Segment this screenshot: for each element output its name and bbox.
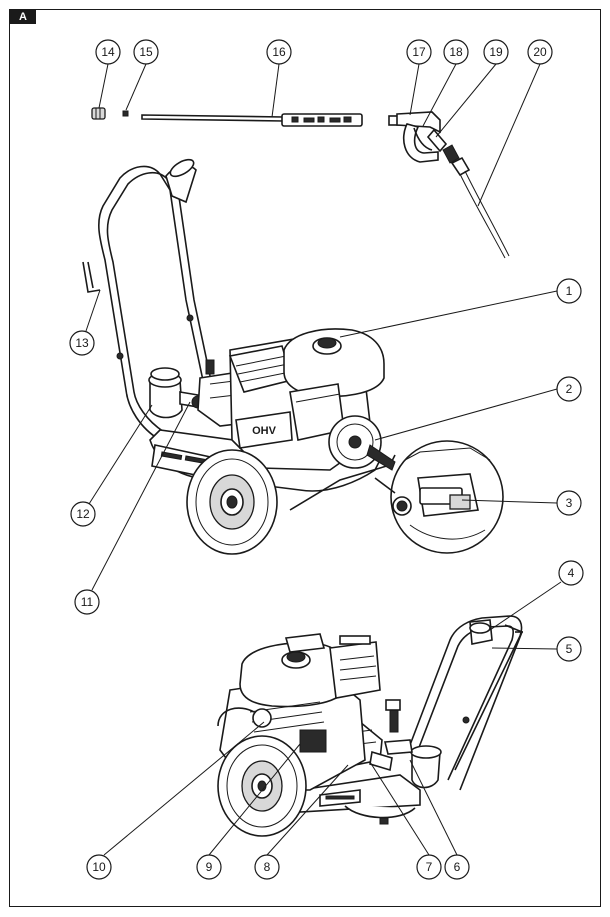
svg-text:6: 6 — [454, 860, 461, 874]
callout-4: 4 — [558, 560, 584, 586]
callout-11: 11 — [74, 589, 100, 615]
svg-text:13: 13 — [75, 336, 89, 350]
callout-17: 17 — [406, 39, 432, 65]
callout-14: 14 — [95, 39, 121, 65]
callout-3: 3 — [556, 490, 582, 516]
leader-lines — [85, 63, 562, 856]
callout-6: 6 — [444, 854, 470, 880]
lower-pressure-washer — [217, 615, 524, 837]
callout-8: 8 — [254, 854, 280, 880]
callout-10: 10 — [86, 854, 112, 880]
callout-12: 12 — [70, 501, 96, 527]
callout-16: 16 — [266, 39, 292, 65]
svg-text:18: 18 — [449, 45, 463, 59]
svg-text:2: 2 — [566, 382, 573, 396]
svg-text:17: 17 — [412, 45, 426, 59]
callout-13: 13 — [69, 330, 95, 356]
callout-20: 20 — [527, 39, 553, 65]
svg-text:8: 8 — [264, 860, 271, 874]
upper-pressure-washer: OHV — [82, 158, 504, 555]
svg-text:15: 15 — [139, 45, 153, 59]
svg-text:19: 19 — [489, 45, 503, 59]
callout-7: 7 — [416, 854, 442, 880]
svg-text:5: 5 — [566, 642, 573, 656]
callout-18: 18 — [443, 39, 469, 65]
spray-lance — [141, 113, 363, 127]
callout-19: 19 — [483, 39, 509, 65]
figure-frame — [9, 9, 601, 907]
svg-text:3: 3 — [566, 496, 573, 510]
svg-text:16: 16 — [272, 45, 286, 59]
svg-text:7: 7 — [426, 860, 433, 874]
svg-text:12: 12 — [76, 507, 90, 521]
callout-2: 2 — [556, 376, 582, 402]
callout-9: 9 — [196, 854, 222, 880]
svg-text:14: 14 — [101, 45, 115, 59]
section-label: A — [10, 10, 36, 24]
trigger-gun — [388, 111, 510, 259]
callout-15: 15 — [133, 39, 159, 65]
svg-text:11: 11 — [81, 595, 94, 609]
svg-text:4: 4 — [568, 566, 575, 580]
nozzle-tips — [91, 107, 129, 120]
svg-text:10: 10 — [92, 860, 106, 874]
callout-1: 1 — [556, 278, 582, 304]
callout-5: 5 — [556, 636, 582, 662]
svg-text:1: 1 — [566, 284, 573, 298]
engine-badge: OHV — [252, 425, 277, 437]
svg-text:9: 9 — [206, 860, 213, 874]
svg-text:20: 20 — [533, 45, 547, 59]
